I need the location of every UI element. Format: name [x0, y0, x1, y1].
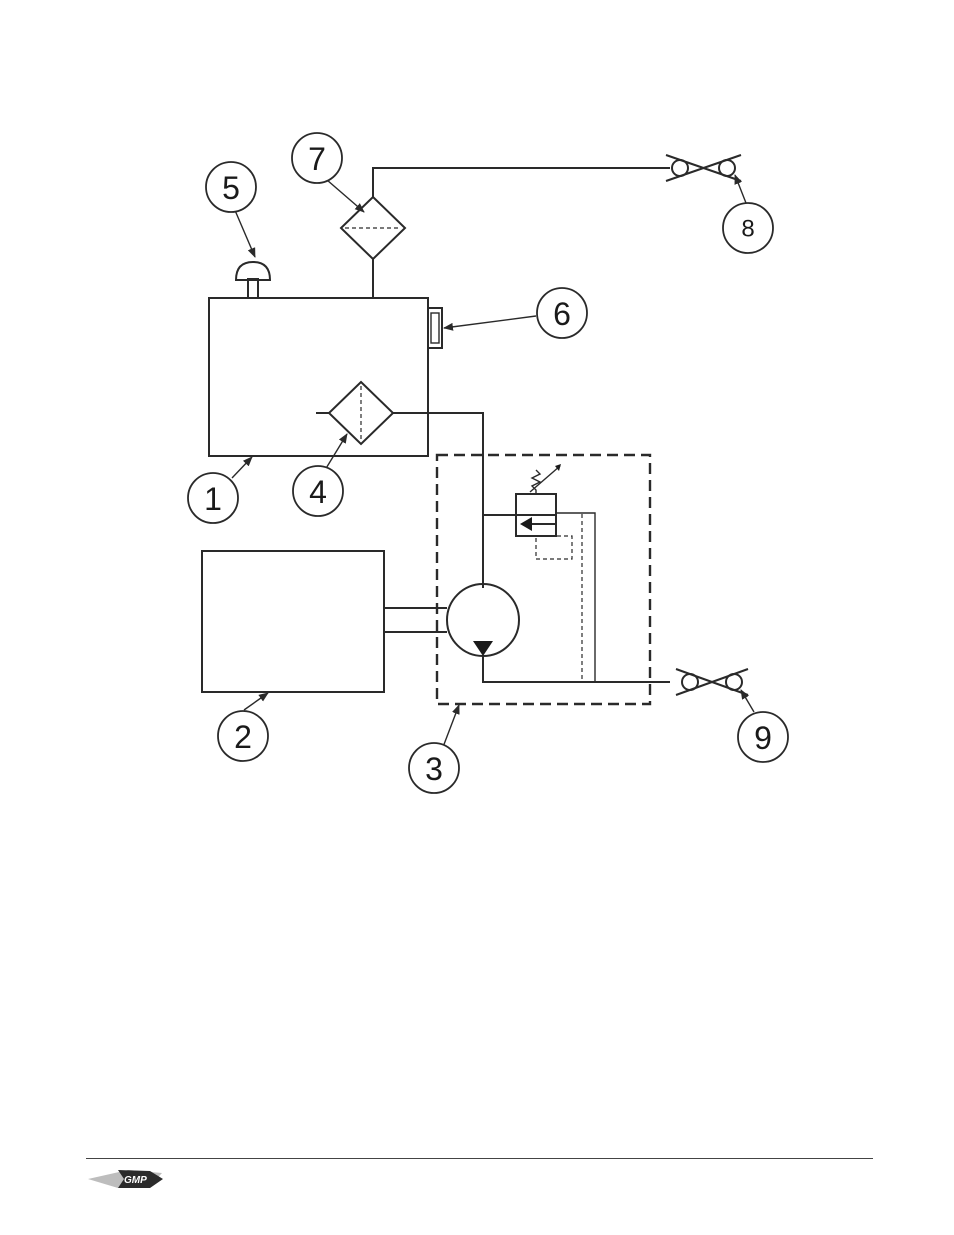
return-quick-coupler [666, 155, 741, 181]
pressure-quick-coupler [676, 669, 748, 695]
svg-text:8: 8 [741, 216, 754, 243]
callout-2: 2 [218, 711, 268, 761]
svg-text:3: 3 [425, 751, 443, 787]
leader-arrows [232, 175, 754, 747]
hydraulic-pump [447, 584, 519, 656]
pressure-line [483, 656, 670, 682]
sight-gauge [428, 308, 442, 348]
gmp-logo: GMP [88, 1170, 163, 1188]
callout-4: 4 [293, 466, 343, 516]
svg-text:7: 7 [308, 141, 326, 177]
suction-strainer [316, 382, 393, 444]
svg-text:2: 2 [234, 719, 252, 755]
reservoir-tank [209, 298, 428, 456]
callout-3: 3 [409, 743, 459, 793]
electric-motor [202, 551, 384, 692]
footer-rule [86, 1158, 873, 1159]
svg-text:1: 1 [204, 481, 222, 517]
svg-text:5: 5 [222, 170, 240, 206]
callout-9: 9 [738, 712, 788, 762]
callout-6: 6 [537, 288, 587, 338]
callout-7: 7 [292, 133, 342, 183]
callout-1: 1 [188, 473, 238, 523]
svg-text:6: 6 [553, 296, 571, 332]
relief-valve [516, 464, 572, 559]
return-line [373, 168, 670, 197]
return-filter [341, 197, 405, 259]
svg-text:4: 4 [309, 474, 327, 510]
breather-cap [236, 262, 270, 298]
power-unit-boundary [437, 455, 650, 704]
callout-5: 5 [206, 162, 256, 212]
gmp-logo-text: GMP [124, 1175, 147, 1186]
callout-8: 8 [723, 203, 773, 253]
svg-text:9: 9 [754, 720, 772, 756]
relief-drain-line [556, 513, 595, 682]
